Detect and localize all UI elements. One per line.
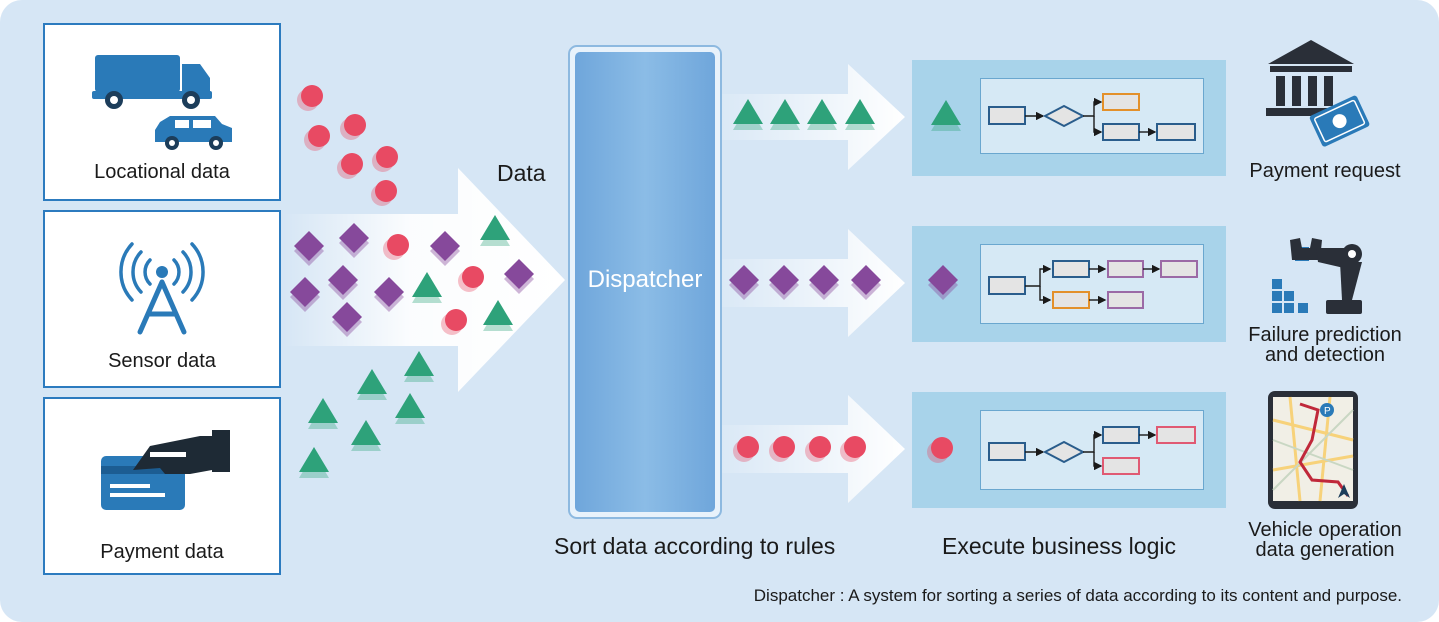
data-diamond [332, 302, 362, 332]
data-diamond [374, 277, 404, 307]
data-circle [308, 125, 330, 147]
svg-text:P: P [1324, 406, 1331, 417]
source-box-locational: Locational data [43, 23, 281, 201]
bank-icon [1266, 40, 1370, 147]
data-diamond [430, 231, 460, 261]
data-circle [344, 114, 366, 136]
data-triangle [480, 215, 510, 240]
sorted-diamond [809, 265, 839, 295]
data-triangle [308, 398, 338, 423]
data-triangle [299, 447, 329, 472]
data-triangle [483, 300, 513, 325]
panel-diamond [928, 265, 958, 295]
source-label-locational: Locational data [94, 161, 230, 183]
data-circle [387, 234, 409, 256]
data-diamond [290, 277, 320, 307]
data-triangle [351, 420, 381, 445]
sorted-diamond [851, 265, 881, 295]
data-diamond [504, 259, 534, 289]
data-diamond [294, 231, 324, 261]
data-circle [301, 85, 323, 107]
data-circle [462, 266, 484, 288]
data-circle [376, 146, 398, 168]
output-label-vehicle: Vehicle operation data generation [1248, 519, 1402, 561]
sorted-triangle [845, 99, 875, 124]
sorted-circle [737, 436, 759, 458]
data-triangle [395, 393, 425, 418]
data-circle [375, 180, 397, 202]
data-circle [445, 309, 467, 331]
sort-caption: Sort data according to rules [554, 533, 836, 559]
data-triangle [412, 272, 442, 297]
sorted-circle [773, 436, 795, 458]
footnote: Dispatcher : A system for sorting a seri… [753, 586, 1402, 605]
flowchart-1-shapes [988, 93, 1196, 141]
output-label-failure: Failure prediction and detection [1248, 324, 1402, 366]
sorted-circle [809, 436, 831, 458]
data-diamond [328, 265, 358, 295]
sorted-diamond [769, 265, 799, 295]
panel-circle [931, 437, 953, 459]
flowchart-3-shapes [988, 426, 1196, 475]
source-box-sensor: Sensor data [43, 210, 281, 388]
card-hand-icon [101, 430, 230, 510]
execute-caption: Execute business logic [942, 533, 1176, 559]
sorted-triangle [770, 99, 800, 124]
data-triangle [357, 369, 387, 394]
data-label: Data [497, 160, 546, 186]
dispatcher-label: Dispatcher [587, 266, 703, 293]
source-label-payment: Payment data [100, 541, 224, 563]
data-diamond [339, 223, 369, 253]
dispatcher-body [575, 52, 715, 512]
output-label-payment: Payment request [1249, 160, 1401, 182]
sorted-triangle [733, 99, 763, 124]
truck-and-car-icon [92, 55, 232, 150]
sorted-triangle [807, 99, 837, 124]
sorted-circle [844, 436, 866, 458]
sorted-diamond [729, 265, 759, 295]
robot-arm-icon [1272, 238, 1362, 314]
tablet-map-icon: P [1268, 391, 1358, 509]
antenna-tower-icon [119, 242, 205, 335]
data-circle [341, 153, 363, 175]
data-triangle [404, 351, 434, 376]
source-label-sensor: Sensor data [108, 350, 216, 372]
flowchart-2-shapes [988, 260, 1198, 309]
panel-triangle [931, 100, 961, 125]
